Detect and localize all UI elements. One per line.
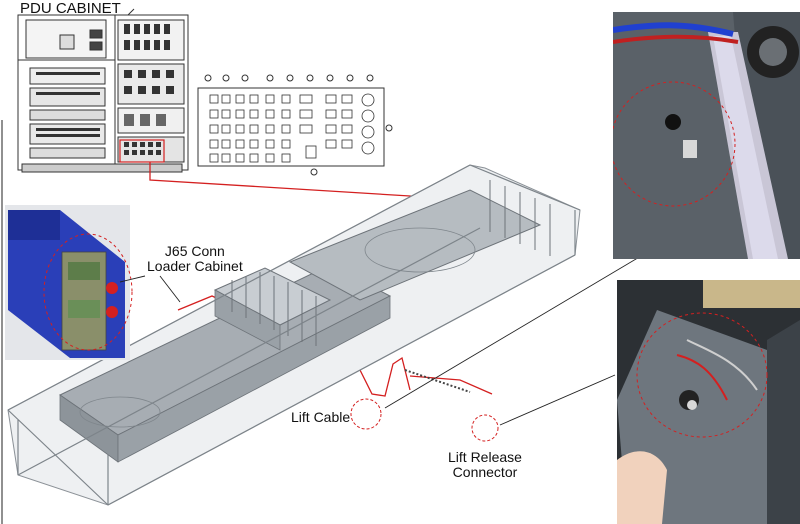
lift-release-connector-label: Lift Release Connector	[448, 450, 522, 480]
pdu-cabinet-components	[36, 24, 174, 155]
pdu-highlight-box	[119, 139, 165, 163]
callout-circles	[350, 398, 499, 442]
j65-connector-label: J65 Conn Loader Cabinet	[147, 244, 243, 274]
lift-release-line2: Connector	[452, 464, 518, 480]
pointer-lines	[119, 239, 669, 426]
j65-label-line2: Loader Cabinet	[147, 258, 243, 274]
loader-cabinet-render	[5, 205, 133, 360]
pdu-cabinet-drawing	[17, 8, 189, 173]
photo-cabinet-interior	[613, 12, 800, 259]
photo-lift-release-connector	[617, 280, 800, 524]
lift-cable-label: Lift Cable	[291, 409, 351, 425]
lift-cable-dashed	[404, 369, 471, 393]
connector-panel-schematic	[197, 74, 393, 176]
pdu-cabinet-title: PDU CABINET	[20, 0, 121, 17]
conveyor-assembly	[7, 164, 581, 506]
j65-label-line1: J65 Conn	[164, 243, 225, 259]
lift-release-line1: Lift Release	[448, 449, 522, 465]
